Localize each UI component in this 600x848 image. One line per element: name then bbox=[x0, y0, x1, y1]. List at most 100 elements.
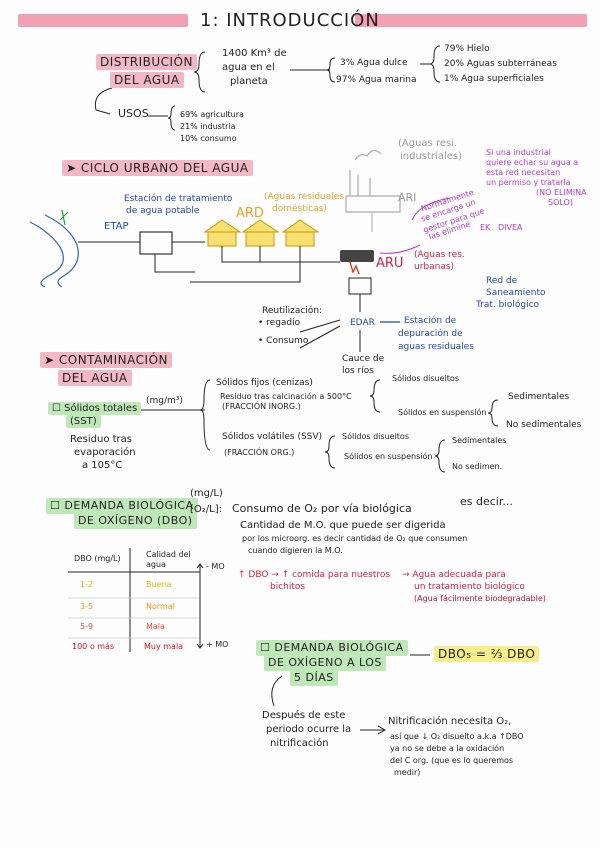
checkbox-icon: ☐ bbox=[52, 403, 65, 414]
purple-note-1: Si una industrial bbox=[486, 148, 551, 157]
dist-sup: 1% Agua superficiales bbox=[444, 74, 544, 84]
reuti-2: • regadío bbox=[258, 318, 301, 328]
ard-desc-1: (Aguas residuales bbox=[264, 192, 345, 202]
row-range-2: 3-5 bbox=[80, 602, 94, 611]
row-quality-4: Muy mala bbox=[144, 642, 184, 651]
dbo-def: Consumo de O₂ por vía biológica bbox=[232, 502, 412, 515]
uso-3: 10% consumo bbox=[180, 134, 237, 143]
dist-total-2: agua en el bbox=[222, 62, 275, 73]
dist-dulce: 3% Agua dulce bbox=[340, 58, 408, 68]
ard-label: ARD bbox=[236, 206, 264, 221]
table-head-dbo: DBO (mg/L) bbox=[74, 554, 121, 563]
cauce-1: Cauce de bbox=[342, 354, 385, 364]
edar-desc-1: Estación de bbox=[404, 316, 457, 326]
arrow-icon: ➤ bbox=[66, 161, 81, 175]
cont-heading-2: DEL AGUA bbox=[58, 370, 132, 386]
red-san-1: Red de bbox=[486, 276, 518, 286]
row-quality-1: Buena bbox=[146, 580, 172, 589]
arrow-text-2: bichitos bbox=[270, 582, 306, 592]
usos-label: USOS bbox=[118, 107, 149, 120]
residuo-3: a 105°C bbox=[82, 460, 123, 471]
ek-label: EK bbox=[480, 223, 491, 232]
dbo-def2-2: por los microorg. es decir cantidad de O… bbox=[242, 534, 468, 543]
volatiles-2: (FRACCIÓN ORG.) bbox=[224, 448, 295, 457]
dbo-unit: (mg/L) bbox=[190, 488, 223, 499]
sst-abbr: (SST) bbox=[66, 415, 101, 428]
desp-3: nitrificación bbox=[270, 738, 329, 749]
row-range-4: 100 o más bbox=[72, 642, 115, 651]
etap-desc-1: Estación de tratamiento bbox=[124, 194, 233, 204]
page-title: 1: INTRODUCCIÓN bbox=[200, 10, 380, 31]
dist-total-1: 1400 Km³ de bbox=[222, 48, 287, 59]
minus-mo: - MO bbox=[206, 562, 225, 571]
checkbox-icon: ☐ bbox=[260, 641, 275, 654]
nitri-5: medir) bbox=[394, 768, 421, 777]
plus-mo: + MO bbox=[206, 640, 229, 649]
no-sedimentales2: No sedimen. bbox=[452, 462, 503, 471]
consumo-label: • Consumo bbox=[258, 336, 309, 346]
ard-desc-2: domésticas) bbox=[272, 204, 327, 214]
resi-desc-2: industriales) bbox=[400, 151, 462, 162]
desp-1: Después de este bbox=[262, 710, 346, 721]
residuo-2: evaporación bbox=[74, 447, 136, 458]
dbo-heading-1-text: DEMANDA BIOLÓGICA bbox=[64, 499, 194, 512]
sedimentales: Sedimentales bbox=[508, 392, 570, 402]
dbo5-formula: DBO₅ = ⅔ DBO bbox=[434, 646, 540, 662]
checkbox-icon: ☐ bbox=[50, 499, 65, 512]
purple-note-2: quiere echar su agua a bbox=[486, 158, 579, 167]
resi-desc-1: (Aguas resi. bbox=[398, 138, 458, 149]
sst-label: ☐ Sólidos totales bbox=[48, 402, 142, 415]
nitri-4: del C org. (que es lo queremos bbox=[390, 756, 514, 765]
row-quality-2: Normal bbox=[146, 602, 175, 611]
adequate-2: un tratamiento biológico bbox=[414, 582, 525, 592]
disueltos2: Sólidos disueltos bbox=[342, 432, 409, 441]
aru-desc-2: urbanas) bbox=[414, 262, 455, 272]
suspension2: Sólidos en suspensión bbox=[344, 452, 433, 461]
dbo5-heading-2: DE OXÍGENO A LOS bbox=[264, 655, 386, 671]
arrow-text-1: ↑ DBO → ↑ comida para nuestros bbox=[238, 570, 391, 580]
red-san-3: Trat. biológico bbox=[476, 300, 540, 310]
sedimentales2: Sedimentales bbox=[452, 436, 507, 445]
divea-label: DIVEA bbox=[498, 223, 523, 232]
dist-total-3: planeta bbox=[230, 76, 268, 87]
dbo5-heading-1: ☐ DEMANDA BIOLÓGICA bbox=[256, 640, 408, 656]
dist-hielo: 79% Hielo bbox=[444, 44, 490, 54]
table-head-calidad: Calidad del agua bbox=[146, 550, 191, 569]
purple-note-3: esta red necesitan bbox=[486, 168, 561, 177]
cont-heading-1: ➤ CONTAMINACIÓN bbox=[40, 352, 172, 368]
dist-subt: 20% Aguas subterráneas bbox=[444, 59, 557, 69]
aru-label: ARU bbox=[376, 256, 404, 271]
dbo-es-decir: es decir... bbox=[460, 495, 513, 508]
row-quality-3: Mala bbox=[146, 622, 165, 631]
edar-desc-3: aguas residuales bbox=[398, 342, 474, 352]
nitri-1: Nitrificación necesita O₂, bbox=[388, 716, 512, 727]
cont-heading-1-text: CONTAMINACIÓN bbox=[58, 353, 168, 367]
purple-note-5: (NO ELIMINA bbox=[536, 188, 587, 197]
nitri-2: así que ↓ O₂ disuelto a.k.a ↑DBO bbox=[390, 732, 524, 741]
dbo5-heading-1-text: DEMANDA BIOLÓGICA bbox=[274, 641, 404, 654]
dist-marina: 97% Agua marina bbox=[336, 75, 417, 85]
row-range-3: 5-9 bbox=[80, 622, 94, 631]
volatiles-1: Sólidos volátiles (SSV) bbox=[222, 432, 323, 442]
cauce-2: los ríos bbox=[342, 366, 374, 376]
edar-desc-2: depuración de bbox=[398, 329, 463, 339]
dist-heading-1: DISTRIBUCIÓN bbox=[96, 54, 197, 70]
red-san-2: Saneamiento bbox=[486, 288, 546, 298]
sst-label-text: Sólidos totales bbox=[64, 403, 138, 414]
ari-label: ARI bbox=[398, 191, 417, 204]
fijos-3: (FRACCIÓN INORG.) bbox=[222, 402, 301, 411]
dbo-def2-1: Cantidad de M.O. que puede ser digerida bbox=[240, 520, 446, 531]
arrow-icon: ➤ bbox=[44, 353, 59, 367]
aru-desc-1: (Aguas res. bbox=[414, 250, 465, 260]
nitri-3: ya no se debe a la oxidación bbox=[390, 744, 505, 753]
residuo-1: Residuo tras bbox=[70, 434, 132, 445]
ciclo-heading: ➤ CICLO URBANO DEL AGUA bbox=[62, 160, 253, 176]
etap-label: ETAP bbox=[104, 221, 129, 232]
dbo-def2-3: cuando digieren la M.O. bbox=[248, 546, 343, 555]
uso-2: 21% industria bbox=[180, 122, 236, 131]
suspension: Sólidos en suspensión bbox=[398, 408, 487, 417]
purple-note-4: un permiso y tratarla bbox=[486, 178, 571, 187]
uso-1: 69% agricultura bbox=[180, 110, 244, 119]
sst-unit: (mg/m³) bbox=[146, 396, 183, 406]
edar-label: EDAR bbox=[350, 318, 375, 328]
